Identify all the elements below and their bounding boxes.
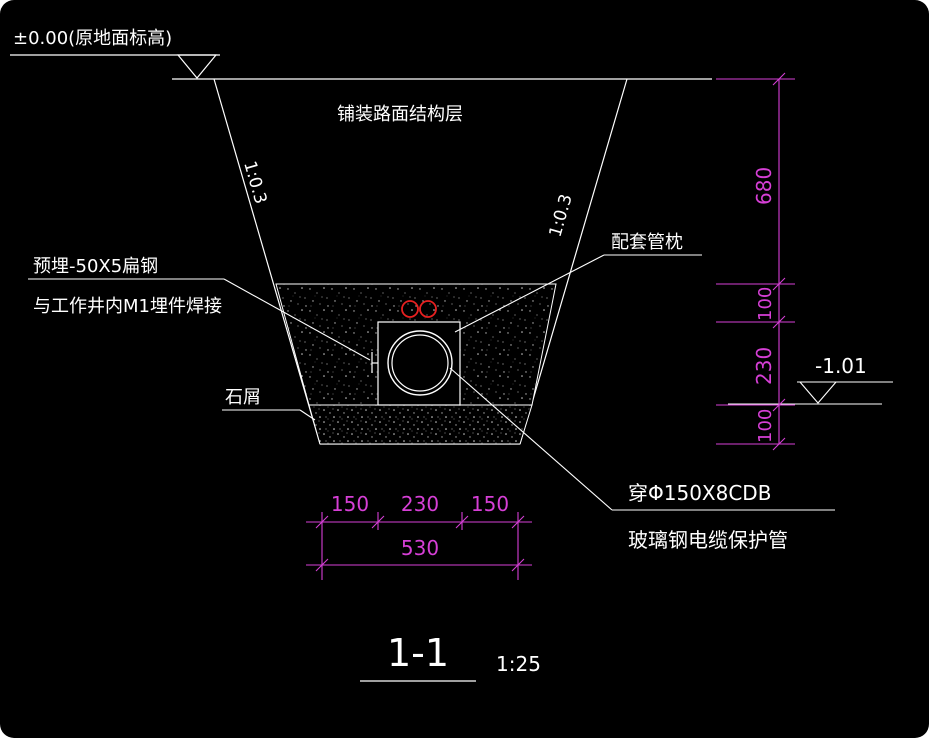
red-conduit-left — [401, 300, 419, 318]
flat-steel-callout: 预埋-50X5扁钢 与工作井内M1埋件焊接 — [28, 256, 371, 361]
dim-horizontal-total: 530 — [401, 536, 439, 560]
flat-steel-label-line2: 与工作井内M1埋件焊接 — [33, 296, 222, 317]
scale-label: 1:25 — [496, 652, 541, 676]
pavement-label: 铺装路面结构层 — [337, 104, 463, 125]
dim-horizontal-3: 150 — [471, 492, 509, 516]
dim-horizontal-1: 150 — [331, 492, 369, 516]
red-conduit-right — [419, 300, 437, 318]
gravel-label: 石屑 — [225, 387, 261, 408]
conduit-label-line2: 玻璃钢电缆保护管 — [628, 528, 788, 552]
dim-horizontal-2: 230 — [401, 492, 439, 516]
dim-vertical-2: 100 — [755, 287, 776, 321]
dim-vertical-3: 230 — [752, 347, 776, 385]
pipe-pillow-callout: 配套管枕 — [454, 232, 702, 333]
slope-right-label: 1:0.3 — [546, 192, 577, 239]
gravel-callout: 石屑 — [222, 387, 316, 421]
conduit-callout: 穿Φ150X8CDB 玻璃钢电缆保护管 — [449, 367, 835, 552]
elevation-marker: -1.01 — [728, 354, 893, 405]
vertical-dimension-chain — [716, 72, 795, 451]
dim-vertical-4: 100 — [755, 409, 776, 443]
conduit-inner — [391, 334, 449, 392]
pipe-pillow-label: 配套管枕 — [611, 232, 683, 253]
flat-steel-label-line1: 预埋-50X5扁钢 — [33, 256, 158, 277]
section-title-block: 1-1 1:25 — [360, 631, 541, 682]
elevation-label: -1.01 — [815, 354, 867, 378]
datum-label: ±0.00(原地面标高) — [13, 28, 172, 49]
conduit-label-line1: 穿Φ150X8CDB — [628, 481, 771, 505]
datum-marker: ±0.00(原地面标高) — [10, 28, 220, 79]
horizontal-dimension-chain — [306, 512, 532, 580]
dim-vertical-1: 680 — [752, 167, 776, 205]
section-title: 1-1 — [387, 631, 449, 675]
conduit-outer — [387, 330, 453, 396]
